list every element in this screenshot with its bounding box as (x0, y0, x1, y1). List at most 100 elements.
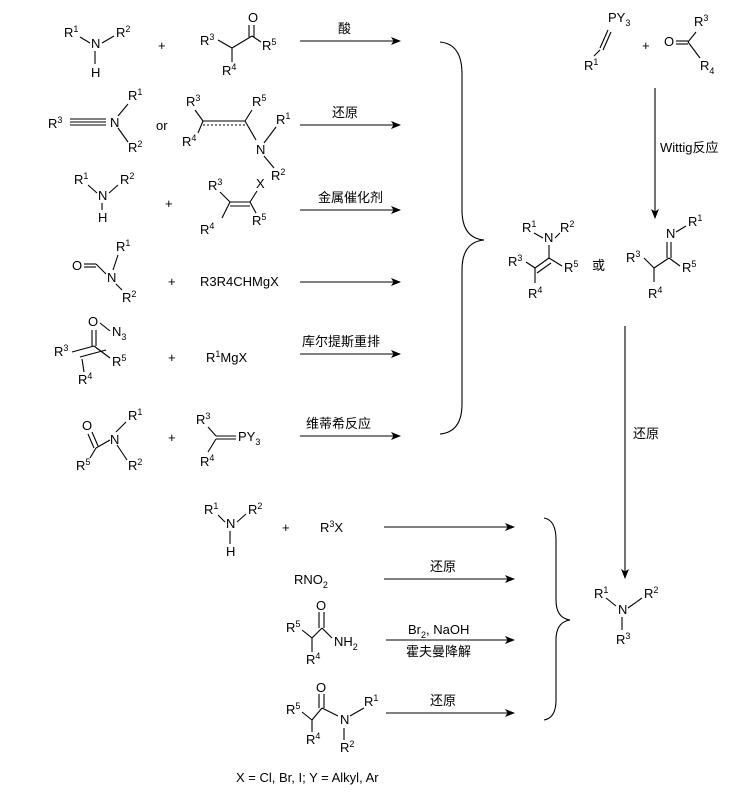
bottom-amine: R1 N R2 H (204, 501, 262, 559)
svg-text:NH2: NH2 (334, 634, 358, 652)
svg-text:R2: R2 (340, 739, 354, 755)
svg-text:R4: R4 (200, 453, 214, 469)
svg-text:N: N (340, 712, 349, 727)
svg-text:N: N (544, 230, 553, 245)
condition-reduction-nitro: 还原 (430, 559, 456, 574)
svg-text:N: N (91, 36, 100, 51)
svg-text:R3: R3 (196, 411, 210, 427)
svg-text:N3: N3 (112, 324, 126, 342)
svg-text:R3: R3 (694, 13, 708, 29)
svg-text:N: N (256, 142, 265, 157)
plus-sign: + (642, 38, 650, 53)
brace-top-group (439, 41, 485, 435)
svg-text:N: N (107, 270, 116, 285)
svg-text:R2: R2 (644, 585, 658, 601)
svg-text:R5: R5 (564, 259, 578, 275)
row1-ketone: R3 O R5 R4 (200, 10, 276, 78)
svg-text:R5: R5 (286, 619, 300, 635)
row2-ynamine: R3 N R1 R2 (48, 87, 142, 155)
plus-sign: + (158, 38, 166, 53)
svg-text:O: O (82, 418, 92, 433)
svg-text:O: O (316, 598, 326, 613)
svg-text:N: N (98, 188, 107, 203)
svg-text:R3: R3 (186, 93, 200, 109)
svg-text:R1: R1 (128, 87, 142, 103)
top-right-ketone: O R3 R4 (664, 13, 714, 76)
plus-sign: + (168, 430, 176, 445)
imine-intermediate: N R1 R3 R5 R4 (626, 213, 702, 301)
condition-metal-catalyst: 金属催化剂 (318, 190, 383, 205)
top-right-ylide: PY3 R1 (584, 10, 630, 73)
row6-amide: O N R1 R2 R5 (76, 407, 142, 473)
svg-text:R1: R1 (204, 501, 218, 517)
condition-wittig-label: Wittig反应 (660, 140, 719, 155)
row1-amine: R1 N R2 H (64, 24, 130, 80)
condition-curtius: 库尔提斯重排 (302, 334, 380, 349)
svg-text:R4: R4 (200, 221, 214, 237)
svg-text:PY3: PY3 (608, 10, 630, 28)
svg-text:N: N (110, 115, 119, 130)
svg-text:O: O (72, 258, 82, 273)
svg-text:R3: R3 (508, 253, 522, 269)
svg-text:R3: R3 (208, 177, 222, 193)
svg-text:R1: R1 (276, 111, 290, 127)
svg-text:R1: R1 (74, 171, 88, 187)
svg-text:R4: R4 (78, 371, 92, 387)
svg-text:R2: R2 (116, 24, 130, 40)
svg-text:R1: R1 (584, 57, 598, 73)
condition-hofmann: 霍夫曼降解 (406, 644, 471, 659)
row4-formamide: O N R1 R2 (72, 238, 136, 305)
bottom-primary-amide: R5 O NH2 R4 (286, 598, 358, 667)
svg-text:R4: R4 (528, 285, 542, 301)
svg-text:R3: R3 (54, 343, 68, 359)
svg-text:R4: R4 (700, 58, 714, 76)
svg-text:R4: R4 (306, 651, 320, 667)
svg-text:H: H (91, 65, 100, 80)
svg-text:R1: R1 (128, 407, 142, 423)
svg-text:R5: R5 (252, 93, 266, 109)
svg-text:R4: R4 (222, 62, 236, 78)
svg-text:R5: R5 (262, 37, 276, 53)
or-label: or (156, 118, 168, 133)
svg-text:R2: R2 (120, 171, 134, 187)
row3-vinyl-halide: R3 X R4 R5 (200, 176, 266, 237)
plus-sign: + (282, 520, 290, 535)
svg-text:O: O (88, 314, 98, 329)
svg-text:PY3: PY3 (238, 429, 260, 447)
svg-text:R2: R2 (271, 167, 285, 183)
svg-text:R3: R3 (48, 115, 62, 131)
svg-text:R5: R5 (112, 353, 126, 369)
grignard-reagent-2: R1MgX (206, 349, 247, 365)
condition-reduction-down: 还原 (633, 426, 659, 441)
condition-reduction-1: 还原 (332, 105, 358, 120)
footnote: X = Cl, Br, I; Y = Alkyl, Ar (236, 770, 379, 785)
svg-text:X: X (256, 176, 265, 191)
svg-text:R4: R4 (648, 285, 662, 301)
plus-sign: + (168, 274, 176, 289)
svg-text:R1: R1 (64, 24, 78, 40)
plus-sign: + (165, 196, 173, 211)
grignard-reagent-1: R3R4CHMgX (200, 274, 279, 289)
svg-text:R2: R2 (122, 289, 136, 305)
svg-text:R3: R3 (616, 631, 630, 647)
alkyl-halide: R3X (320, 519, 343, 535)
svg-text:R2: R2 (128, 457, 142, 473)
svg-text:H: H (226, 544, 235, 559)
bottom-tertiary-amide: R5 O N R1 R2 R4 (286, 680, 378, 755)
row5-acyl-azide: O N3 R3 R4 R5 (54, 314, 126, 387)
svg-text:R5: R5 (76, 457, 90, 473)
svg-text:R1: R1 (688, 213, 702, 229)
svg-text:R1: R1 (116, 238, 130, 254)
svg-text:R2: R2 (560, 219, 574, 235)
svg-text:N: N (110, 432, 119, 447)
svg-text:O: O (664, 34, 674, 49)
svg-text:R3: R3 (626, 249, 640, 265)
svg-text:N: N (226, 516, 235, 531)
svg-text:R2: R2 (248, 501, 262, 517)
row3-amine: R1 N R2 H (74, 171, 134, 225)
condition-br2-naoh: Br2, NaOH (408, 622, 469, 640)
row2-enamine: R3 R4 R5 N R1 R2 (182, 93, 290, 183)
svg-text:R4: R4 (306, 731, 320, 747)
svg-text:N: N (666, 226, 675, 241)
